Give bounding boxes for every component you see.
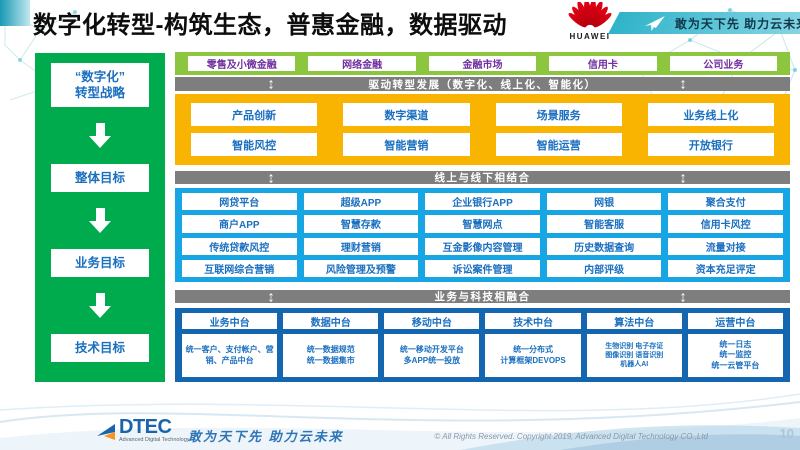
capability-cell: 业务线上化: [647, 103, 774, 126]
platform-desc-business: 统一客户、支付帐户、营销、产品中台: [182, 334, 278, 377]
dtec-subtext: Advanced Digital Technology: [119, 437, 190, 443]
channel-cell: 智慧存款: [303, 215, 419, 233]
strategy-step-tech-goal: 技术目标: [51, 334, 149, 362]
strategy-step-digital: “数字化” 转型战略: [51, 63, 149, 107]
updown-arrow-icon: ↕: [267, 169, 277, 186]
channel-cell: 智能客服: [546, 215, 662, 233]
drive-transform-label: 驱动转型发展（数字化、线上化、智能化）: [368, 78, 597, 91]
tech-fusion-label: 业务与科技相融合: [434, 291, 531, 303]
down-arrow-icon: [89, 208, 111, 233]
capabilities-grid: 产品创新 数字渠道 场景服务 业务线上化 智能风控 智能营销 智能运营 开放银行: [175, 94, 790, 165]
online-offline-bar: ↕ 线上与线下相结合 ↕: [175, 169, 790, 186]
channel-cell: 内部评级: [546, 259, 662, 277]
down-arrow-icon: [89, 293, 111, 318]
capability-cell: 开放银行: [647, 133, 774, 156]
capability-cell: 场景服务: [495, 103, 622, 126]
business-line-corporate: 公司业务: [669, 56, 778, 71]
down-arrow-icon: [89, 123, 111, 148]
dtec-logo: DTEC Advanced Digital Technology: [95, 417, 190, 444]
huawei-flower-icon: [568, 2, 612, 28]
capability-cell: 智能风控: [191, 133, 318, 156]
strategy-step-business-goal: 业务目标: [51, 249, 149, 277]
channel-cell: 风险管理及预警: [303, 259, 419, 277]
tech-fusion-bar: ↕ 业务与科技相融合 ↕: [175, 288, 790, 305]
channel-cell: 超级APP: [303, 193, 419, 211]
channel-cell: 企业银行APP: [425, 193, 540, 211]
middle-platforms-grid: 业务中台 数据中台 移动中台 技术中台 算法中台 运营中台 统一客户、支付帐户、…: [175, 308, 790, 382]
dtec-wordmark: DTEC: [119, 416, 172, 438]
platform-title-data: 数据中台: [283, 313, 379, 329]
channel-cell: 网贷平台: [182, 193, 297, 211]
channel-cell: 商户APP: [182, 215, 297, 233]
channels-grid: 网贷平台 超级APP 企业银行APP 网银 聚合支付 商户APP 智慧存款 智慧…: [175, 188, 790, 282]
platform-title-mobile: 移动中台: [384, 313, 480, 329]
updown-arrow-icon: ↕: [679, 169, 689, 186]
page-number: 10: [779, 426, 794, 441]
strategy-step-overall-goal: 整体目标: [51, 164, 149, 192]
platform-title-tech: 技术中台: [485, 313, 581, 329]
channel-cell: 聚合支付: [668, 193, 783, 211]
updown-arrow-icon: ↕: [267, 75, 277, 93]
strategy-panel: “数字化” 转型战略 整体目标 业务目标 技术目标: [35, 53, 165, 382]
banner-slogan-text: 敢为天下先 助力云未来: [674, 16, 800, 31]
capability-cell: 智能运营: [495, 133, 622, 156]
platform-title-operation: 运营中台: [687, 313, 783, 329]
channel-cell: 历史数据查询: [546, 237, 662, 255]
title-accent-bar: [0, 0, 30, 26]
channel-cell: 智慧网点: [425, 215, 540, 233]
dtec-arrow-icon: [97, 423, 115, 440]
channel-cell: 互联网综合营销: [182, 259, 297, 277]
platform-desc-operation: 统一日志 统一监控 统一云管平台: [687, 334, 783, 377]
platform-title-business: 业务中台: [182, 313, 278, 329]
channel-cell: 互金影像内容管理: [425, 237, 540, 255]
business-line-credit-card: 信用卡: [549, 56, 657, 71]
slogan-banner: 敢为天下先 助力云未来: [608, 12, 800, 34]
capability-cell: 智能营销: [343, 133, 470, 156]
business-line-financial-markets: 金融市场: [428, 56, 537, 71]
capability-cell: 数字渠道: [343, 103, 470, 126]
channel-cell: 理财营销: [303, 237, 419, 255]
updown-arrow-icon: ↕: [267, 288, 277, 305]
platform-desc-algorithm: 生物识别 电子存证 图像识别 语音识别 机器人AI: [586, 334, 682, 377]
platform-desc-tech: 统一分布式 计算框架DEVOPS: [485, 334, 581, 377]
channel-cell: 传统贷款风控: [182, 237, 297, 255]
platform-desc-data: 统一数据规范 统一数据集市: [283, 334, 379, 377]
huawei-wordmark: HUAWEI: [569, 32, 611, 41]
business-line-internet-finance: 网络金融: [308, 56, 416, 71]
capability-cell: 产品创新: [191, 103, 318, 126]
channel-cell: 诉讼案件管理: [425, 259, 540, 277]
huawei-logo: HUAWEI: [564, 2, 616, 41]
copyright-text: © All Rights Reserved. Copyright 2019, A…: [434, 432, 708, 441]
online-offline-label: 线上与线下相结合: [434, 172, 531, 184]
channel-cell: 信用卡风控: [668, 215, 783, 233]
platform-title-algorithm: 算法中台: [586, 313, 682, 329]
business-line-retail: 零售及小微金融: [188, 56, 296, 71]
business-lines-row: 零售及小微金融 网络金融 金融市场 信用卡 公司业务: [175, 52, 790, 75]
updown-arrow-icon: ↕: [679, 288, 689, 305]
updown-arrow-icon: ↕: [679, 75, 689, 93]
platform-desc-mobile: 统一移动开发平台 多APP统一投放: [384, 334, 480, 377]
drive-transform-bar: ↕ 驱动转型发展（数字化、线上化、智能化） ↕: [175, 75, 790, 93]
page-title: 数字化转型-构筑生态，普惠金融，数据驱动: [33, 12, 507, 39]
channel-cell: 流量对接: [668, 237, 783, 255]
footer-slogan: 敢为天下先 助力云未来: [188, 429, 344, 444]
channel-cell: 网银: [546, 193, 662, 211]
channel-cell: 资本充足评定: [668, 259, 783, 277]
paper-plane-icon: [644, 16, 665, 31]
